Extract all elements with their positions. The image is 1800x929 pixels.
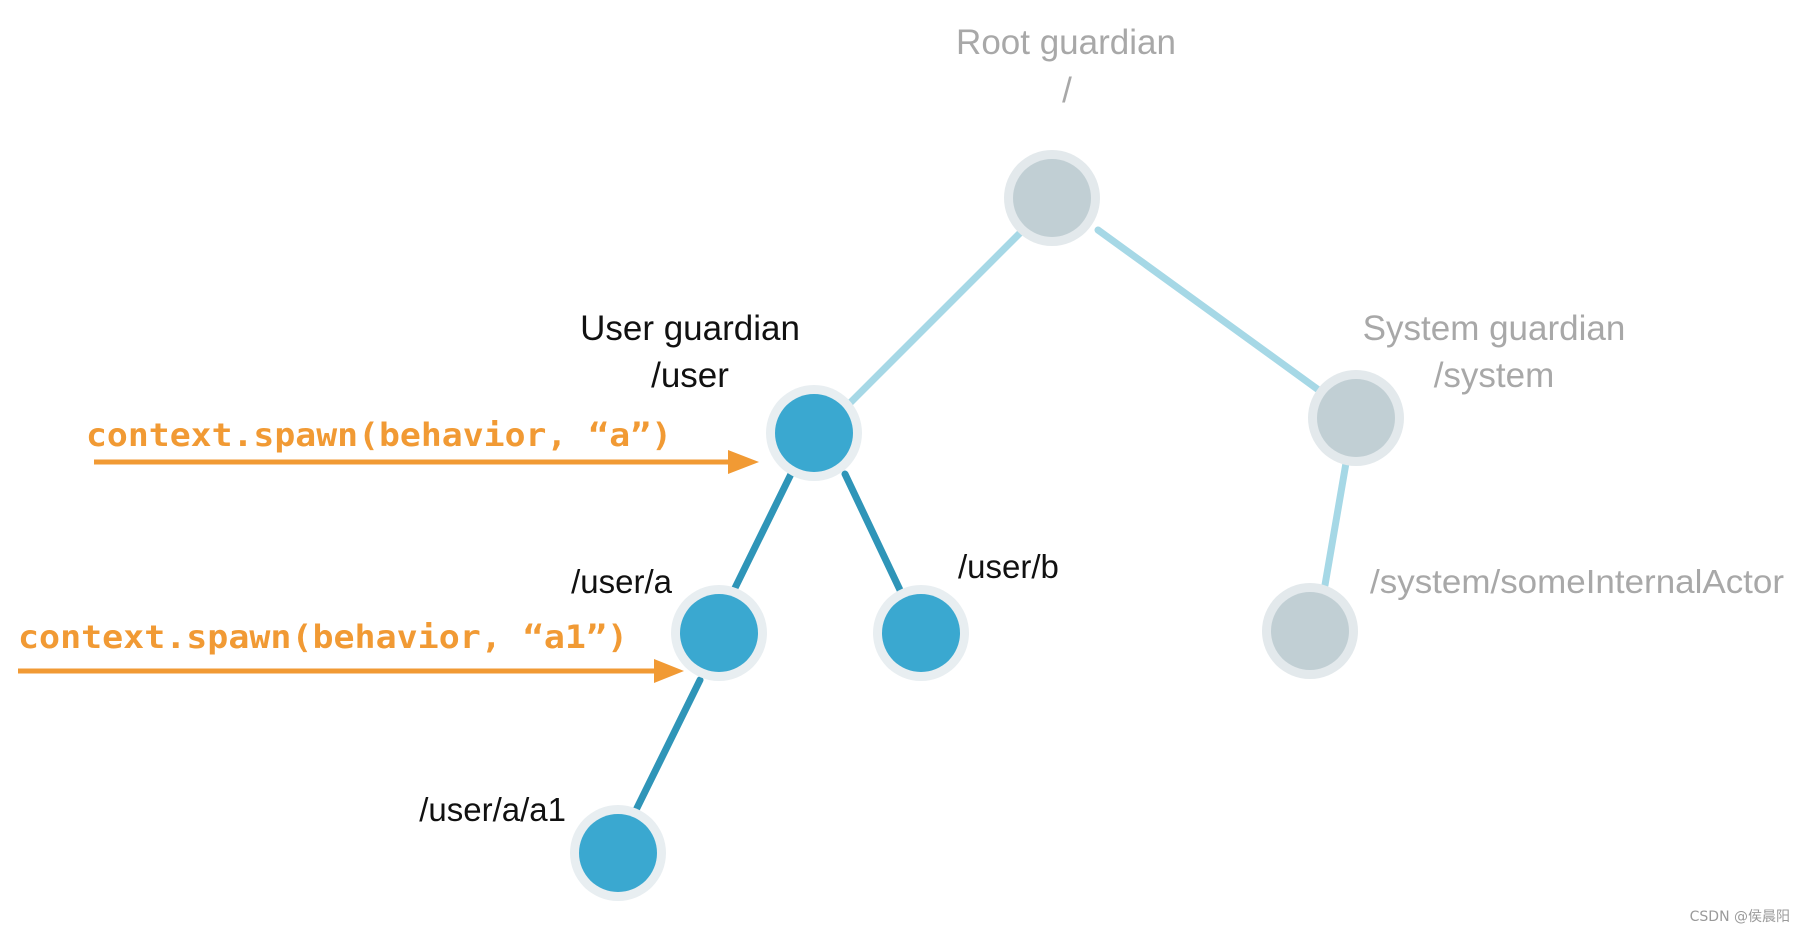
- user-guardian-label: User guardian: [580, 309, 800, 348]
- node-root-guardian: [1004, 150, 1100, 246]
- edge-system-to-internal: [1321, 459, 1350, 589]
- system-path-label: /system: [1434, 356, 1555, 395]
- edge-root-to-user: [846, 228, 1025, 407]
- edge-user-to-b: [841, 470, 904, 594]
- spawn-arrow-a1-head: [654, 659, 684, 683]
- node-user-a-a1: [570, 805, 666, 901]
- edge-user-to-a: [730, 470, 795, 594]
- node-user-a: [671, 585, 767, 681]
- root-guardian-label: Root guardian: [956, 23, 1176, 62]
- node-system-guardian: [1308, 370, 1404, 466]
- node-user-b: [873, 585, 969, 681]
- edge-a-to-a1: [632, 676, 704, 814]
- root-path-label: /: [1062, 71, 1072, 110]
- user-a-label: /user/a: [571, 563, 673, 600]
- user-b-label: /user/b: [958, 548, 1059, 585]
- user-a-a1-label: /user/a/a1: [419, 791, 566, 828]
- spawn-call-a1-label: context.spawn(behavior, “a1”): [18, 618, 628, 656]
- edge-root-to-system: [1094, 226, 1324, 395]
- watermark: CSDN @侯晨阳: [1690, 909, 1790, 925]
- spawn-call-a-label: context.spawn(behavior, “a”): [86, 416, 672, 454]
- system-guardian-label: System guardian: [1363, 309, 1626, 348]
- spawn-arrow-a-head: [728, 450, 759, 474]
- system-internal-actor-label: /system/someInternalActor: [1370, 563, 1784, 600]
- node-user-guardian: [766, 385, 862, 481]
- user-path-label: /user: [651, 356, 729, 395]
- node-system-internal-actor: [1262, 583, 1358, 679]
